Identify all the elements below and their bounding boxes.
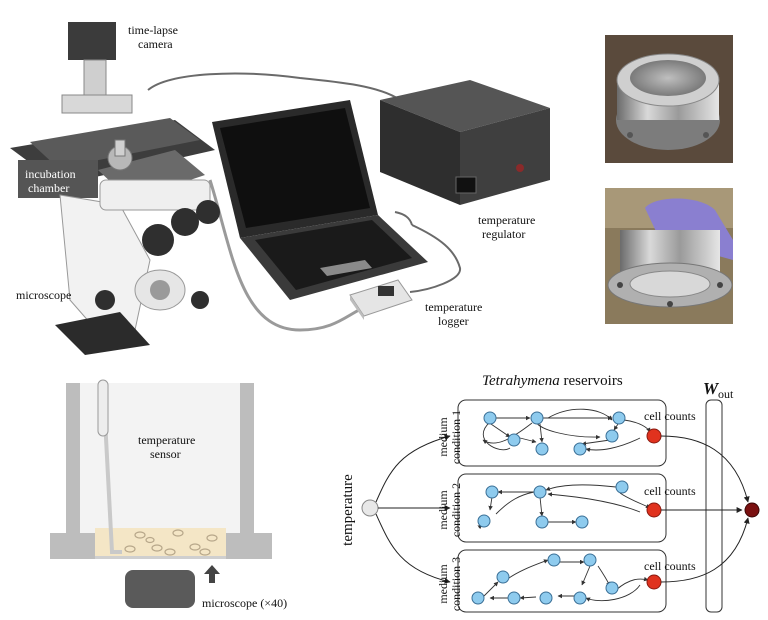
logger-label-line1: temperature [425,300,482,314]
chamber-photo-bottom [605,188,733,324]
node [539,591,553,605]
regulator-label-line2: regulator [482,227,525,241]
logger-label-line2: logger [438,314,469,328]
usb-cable [394,211,413,226]
readout-label-1: cell counts [644,409,696,423]
chamber-wall-left [66,383,80,533]
reservoir-box-3 [457,549,667,613]
microscope-label: microscope [16,288,71,302]
condition-2-line1: medium [436,490,450,530]
regulator-label-line1: temperature [478,213,535,227]
chamber-cross-section: temperature sensor microscope (×40) [50,379,287,610]
reservoir-3-edges [483,559,649,602]
readout-label-3: cell counts [644,559,696,573]
output-node [744,502,760,518]
incubation-chamber-box [18,160,98,198]
camera-label-line2: camera [138,37,173,51]
node [535,442,549,456]
output-weights-bar [705,399,723,613]
node [605,581,619,595]
microscope-icon [10,22,220,355]
condition-3-line2: condition 3 [449,557,463,611]
condition-1-line1: medium [436,417,450,457]
camera-body [68,22,116,60]
node [573,442,587,456]
output-weights-symbol: W [703,379,720,398]
node [507,591,521,605]
temperature-logger-icon [349,279,413,320]
regulator-cable [409,224,461,293]
reservoirs-title: Tetrahymena reservoirs [482,373,623,389]
node [483,411,497,425]
cells [124,529,218,556]
reservoir-2-nodes [477,480,629,529]
node [615,480,629,494]
chamber-label-line2: chamber [28,181,69,195]
node [485,485,499,499]
condition-3-line1: medium [436,564,450,604]
condition-2-line2: condition 2 [449,483,463,537]
readout-label-2: cell counts [644,484,696,498]
node [533,485,547,499]
camera-label-line1: time-lapse [128,23,178,37]
reservoir-box-1 [457,399,667,467]
objective-lens [125,570,195,608]
node [583,553,597,567]
node [530,411,544,425]
logger-cable [208,179,373,332]
output-weights-subscript: out [718,387,734,401]
node [496,570,510,584]
readout-node-3 [646,574,662,590]
input-arrow-1 [375,434,451,503]
node [605,429,619,443]
node [612,411,626,425]
condition-1-line2: condition 1 [449,410,463,464]
sensor-label-line2: sensor [150,447,181,461]
reservoir-3-nodes [471,553,619,605]
node [535,515,549,529]
input-node [361,499,379,517]
readout-node-2 [646,502,662,518]
sensor-label-line1: temperature [138,433,195,447]
chamber-photo-top [605,35,733,163]
node [507,433,521,447]
reservoir-box-2 [457,473,667,543]
chamber-wall-right [240,383,254,533]
node [547,553,561,567]
input-arrow-3 [375,513,451,584]
reservoir-computing-diagram: Tetrahymena reservoirs temperature mediu… [340,373,760,613]
microscope-setup-illustration: time-lapse camera incubation chamber mic… [10,22,550,355]
laptop-icon [212,100,428,300]
temperature-sensor-probe [97,379,109,437]
node [477,514,491,528]
temperature-regulator-icon [380,80,550,205]
chamber-label-line1: incubation [25,167,76,181]
up-arrow-icon [204,565,220,583]
reservoir-1-nodes [483,411,626,456]
readout-arrow-1 [660,435,750,503]
node [573,591,587,605]
input-label: temperature [340,474,356,546]
camera-cable [147,72,401,101]
microscope-magnification-label: microscope (×40) [202,596,287,610]
readout-arrow-3 [660,517,750,583]
node [575,515,589,529]
readout-node-1 [646,428,662,444]
node [471,591,485,605]
